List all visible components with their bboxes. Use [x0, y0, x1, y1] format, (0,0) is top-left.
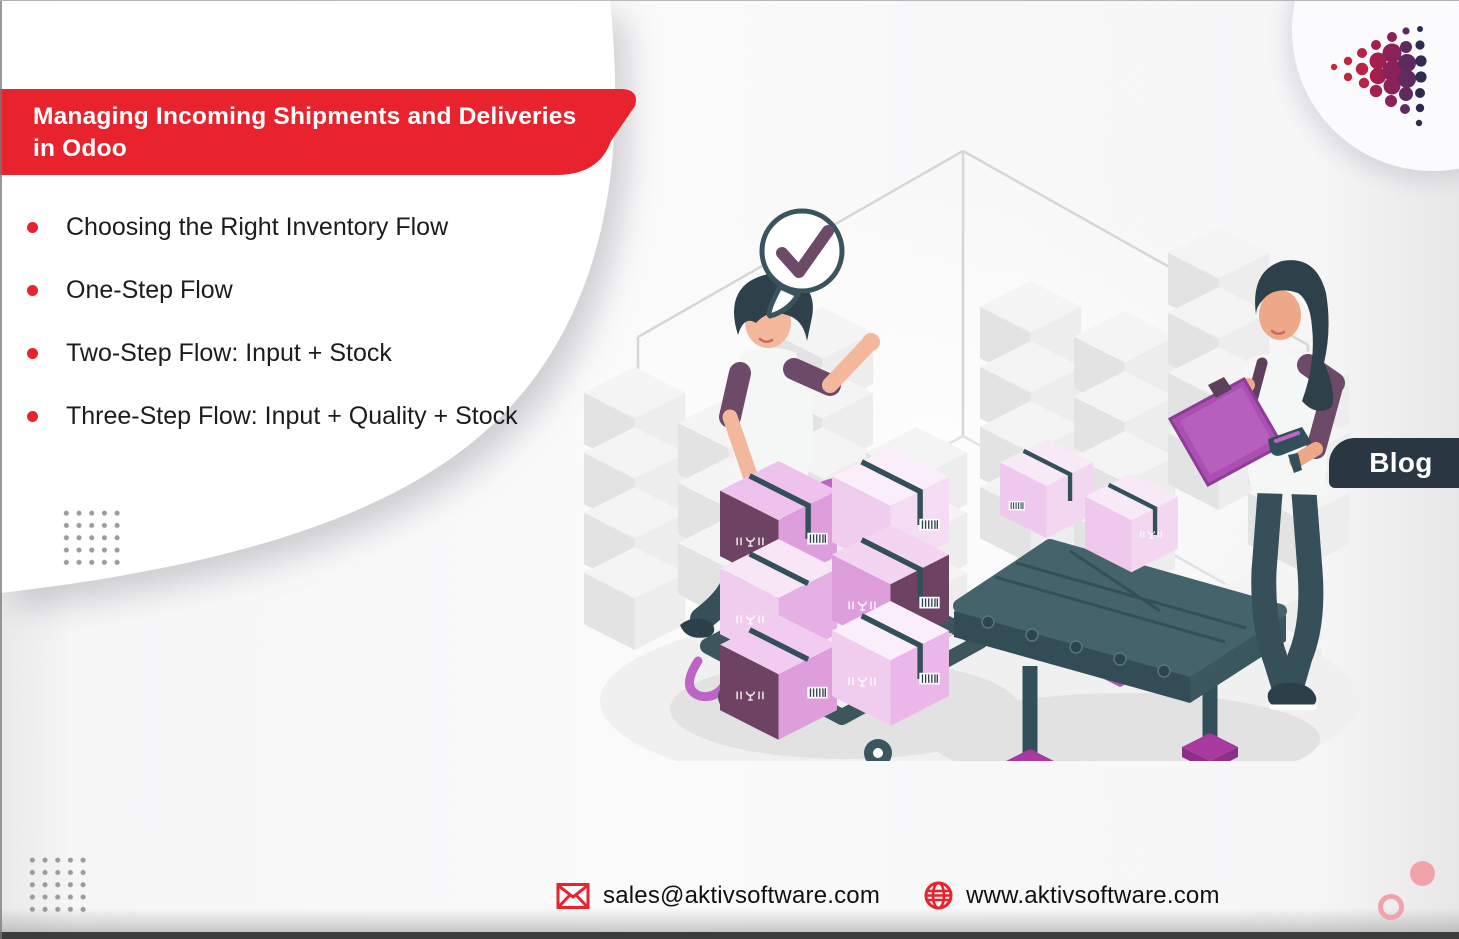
- pink-ring-decoration: [1378, 894, 1404, 920]
- email-link[interactable]: sales@aktivsoftware.com: [556, 882, 880, 910]
- page-title-line2: in Odoo: [33, 135, 127, 162]
- conveyor-belt: [953, 439, 1287, 761]
- topic-list: Choosing the Right Inventory Flow One-St…: [27, 209, 567, 461]
- bullet-dot: [27, 411, 38, 422]
- contact-footer: sales@aktivsoftware.com www.aktivsoftwar…: [556, 881, 1220, 910]
- blog-badge[interactable]: Blog: [1329, 438, 1459, 488]
- list-item: Three-Step Flow: Input + Quality + Stock: [27, 398, 567, 434]
- pink-circle-decoration: [1410, 861, 1435, 886]
- warehouse-illustration: [584, 149, 1360, 761]
- list-item-label: Two-Step Flow: Input + Stock: [66, 339, 392, 367]
- banner-shape: [0, 89, 636, 175]
- list-item-label: Three-Step Flow: Input + Quality + Stock: [66, 402, 518, 430]
- list-item: Choosing the Right Inventory Flow: [27, 209, 567, 245]
- website-link[interactable]: www.aktivsoftware.com: [924, 881, 1220, 910]
- website-text: www.aktivsoftware.com: [966, 881, 1220, 909]
- dot-grid-decoration: [60, 507, 123, 568]
- list-item: One-Step Flow: [27, 272, 567, 308]
- list-item-label: Choosing the Right Inventory Flow: [66, 213, 449, 241]
- page-title-line1: Managing Incoming Shipments and Deliveri…: [33, 103, 577, 130]
- checkmark-bubble-icon: [759, 208, 845, 319]
- list-item: Two-Step Flow: Input + Stock: [27, 335, 567, 371]
- email-text: sales@aktivsoftware.com: [603, 881, 881, 909]
- dot-grid-decoration: [26, 854, 89, 915]
- blog-badge-label: Blog: [1369, 447, 1433, 478]
- list-item-label: One-Step Flow: [66, 276, 233, 304]
- title-banner: Managing Incoming Shipments and Deliveri…: [0, 89, 660, 175]
- envelope-icon: [556, 882, 590, 909]
- woman-figure: [1167, 260, 1345, 710]
- parcel-boxes: [720, 447, 949, 740]
- bullet-dot: [27, 222, 38, 233]
- dots-burst-pattern: [1330, 26, 1427, 127]
- left-edge-line: [0, 1, 2, 939]
- bullet-dot: [27, 285, 38, 296]
- bullet-dot: [27, 348, 38, 359]
- globe-icon: [924, 881, 953, 910]
- page-title: Managing Incoming Shipments and Deliveri…: [33, 101, 613, 165]
- bottom-fade: [0, 908, 1459, 932]
- bottom-bar: [0, 932, 1459, 939]
